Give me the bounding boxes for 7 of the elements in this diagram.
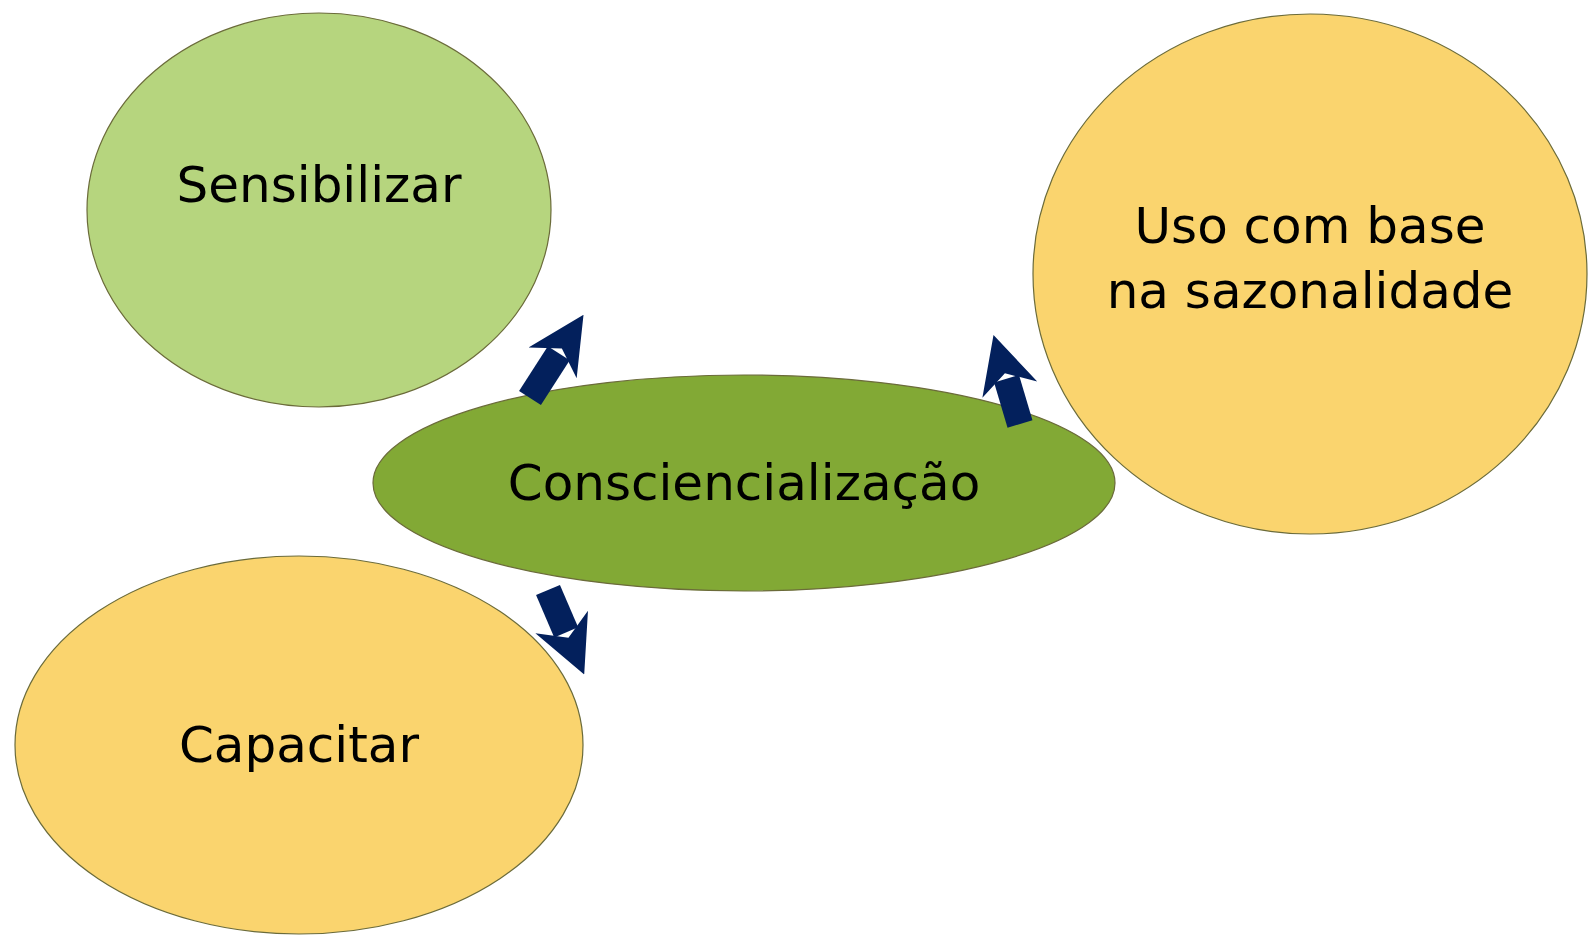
block-arrow <box>519 314 584 406</box>
node-label: Sensibilizar <box>176 154 462 216</box>
node-label: Capacitar <box>178 714 420 776</box>
node-label: Uso com base na sazonalidade <box>1105 196 1515 322</box>
block-arrow <box>982 334 1038 428</box>
node-label: Consciencialização <box>507 452 981 514</box>
block-arrow <box>535 584 588 675</box>
